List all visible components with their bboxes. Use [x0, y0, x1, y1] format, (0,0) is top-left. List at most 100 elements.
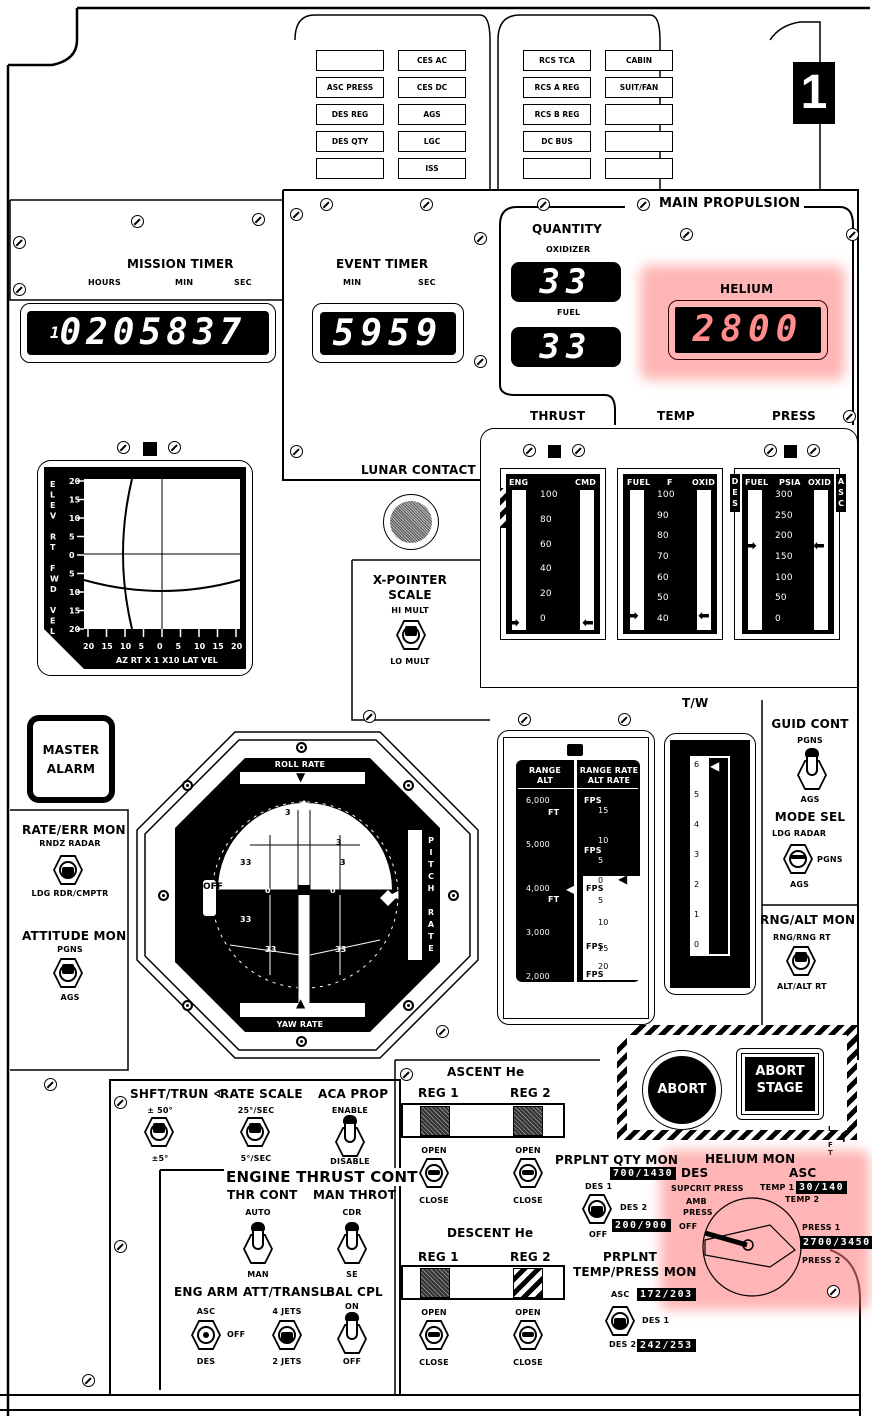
rate-scale-switch[interactable] [240, 1117, 270, 1147]
bal-cpl-switch[interactable] [337, 1312, 367, 1356]
ascent-reg2-switch[interactable] [513, 1158, 543, 1188]
yaw-rate-indicator [240, 1003, 365, 1017]
rng-alt-mon-up-label: RNG/RNG RT [773, 933, 831, 942]
mission-timer-title: MISSION TIMER [127, 257, 234, 271]
fdai-mark: 33 [265, 945, 277, 954]
pitch-rate-indicator [408, 830, 422, 960]
master-alarm-button[interactable]: MASTER ALARM [27, 715, 115, 803]
fuel-quantity-display: 33 [511, 327, 621, 367]
rate-err-mon-switch[interactable] [53, 855, 83, 885]
ft-unit-label: FT [548, 895, 560, 904]
helium-mon-readout-temp: 30/140 [796, 1181, 848, 1194]
annunciator-light [605, 131, 673, 152]
xpointer-scale-lo-label: LO MULT [390, 657, 430, 666]
guid-cont-down-label: AGS [800, 795, 820, 804]
descent-reg2-label: REG 2 [510, 1250, 551, 1264]
ascent-reg1-switch[interactable] [419, 1158, 449, 1188]
thr-cont-switch[interactable] [243, 1222, 273, 1266]
prplnt-qty-up-label: DES 1 [585, 1182, 613, 1191]
xpointer-scale-switch[interactable] [396, 620, 426, 650]
prplnt-qty-mon-switch[interactable] [582, 1194, 612, 1224]
attitude-mon-switch[interactable] [53, 958, 83, 988]
alt-tick-label: 5,000 [526, 840, 550, 849]
ascent-reg2-open-label: OPEN [515, 1146, 541, 1155]
xpointer-axis-letter: R [50, 533, 56, 542]
mission-timer-display: 10205837 [27, 311, 269, 355]
shft-trun-switch[interactable] [144, 1117, 174, 1147]
descent-reg1-switch[interactable] [419, 1320, 449, 1350]
rate-pointer-icon: ◀ [618, 872, 628, 886]
tw-tick-label: 5 [694, 790, 700, 799]
xpointer-x-tick-label: 0 [157, 642, 163, 651]
xpointer-axis-letter: E [50, 501, 55, 510]
xpointer-axis-letter: D [50, 585, 57, 594]
screw-icon [474, 355, 487, 368]
helium-mon-rotary-switch[interactable] [700, 1195, 805, 1300]
range-alt-rule [518, 788, 638, 789]
tw-tick-label: 3 [694, 850, 700, 859]
descent-reg1-talkback [420, 1268, 450, 1298]
temp-oxid-label: OXID [692, 478, 716, 487]
screw-icon [474, 232, 487, 245]
man-throt-switch[interactable] [337, 1222, 367, 1266]
annunciator-light [316, 50, 384, 71]
annunciator-light: ASC PRESS [316, 77, 384, 98]
alt-rate-tape-white [583, 876, 640, 980]
xpointer-axis-letter: F [50, 564, 55, 573]
fps-unit-label: FPS [586, 970, 604, 979]
descent-reg2-switch[interactable] [513, 1320, 543, 1350]
event-sec-label: SEC [418, 278, 436, 287]
annunciator-light: DES QTY [316, 131, 384, 152]
bal-cpl-down-label: OFF [342, 1357, 362, 1366]
screw-icon [680, 228, 693, 241]
alt-tick-label: 6,000 [526, 796, 550, 805]
temp-oxid-pointer-icon: ⬅ [698, 608, 710, 624]
descent-reg1-open-label: OPEN [421, 1308, 447, 1317]
helium-mon-pos-temp1: TEMP 1 [760, 1183, 795, 1192]
guid-cont-switch[interactable] [797, 748, 827, 792]
annunciator-light: DC BUS [523, 131, 591, 152]
ascent-reg2-talkback [513, 1106, 543, 1136]
prplnt-temp-press-readout-asc: 172/203 [637, 1288, 696, 1301]
press-tick-label: 200 [775, 531, 793, 542]
abort-button[interactable]: ABORT [648, 1056, 716, 1124]
range-alt-flag [567, 744, 583, 756]
aca-prop-title: ACA PROP [318, 1087, 389, 1101]
screw-icon [400, 1068, 413, 1081]
fdai-mark: 33 [335, 945, 347, 954]
rate-tick-label: 10 [598, 918, 609, 927]
xpointer-x-tick-label: 5 [139, 642, 145, 651]
roll-rate-pointer-icon: ▼ [296, 770, 306, 784]
mode-sel-switch[interactable] [783, 844, 813, 874]
prplnt-temp-press-switch[interactable] [605, 1306, 635, 1336]
thr-cont-title: THR CONT [227, 1188, 298, 1202]
press-psia-label: PSIA [779, 478, 801, 487]
prplnt-qty-mon-title: PRPLNT QTY MON [555, 1153, 679, 1167]
thrust-indicator [548, 445, 561, 458]
xpointer-axis-letter: E [50, 617, 55, 626]
att-transl-switch[interactable] [272, 1320, 302, 1350]
annunciator-light [605, 104, 673, 125]
thrust-eng-label: ENG [509, 478, 529, 487]
thrust-gauge-frame [500, 468, 606, 640]
screw-icon [13, 236, 26, 249]
xpointer-y-tick-label: 0 [69, 551, 75, 560]
thrust-tick-label: 80 [540, 514, 552, 525]
eng-arm-switch[interactable] [191, 1320, 221, 1350]
ascent-reg2-close-label: CLOSE [513, 1196, 543, 1205]
man-throt-down-label: SE [346, 1270, 358, 1279]
annunciator-light: CES DC [398, 77, 466, 98]
press-tick-label: 300 [775, 490, 793, 500]
man-throt-title: MAN THROT [313, 1188, 397, 1202]
rng-alt-mon-switch[interactable] [786, 946, 816, 976]
press-tick-label: 0 [775, 614, 781, 624]
prplnt-temp-press-readout-des2: 242/253 [637, 1339, 696, 1352]
engine-thrust-cont-title: ENGINE THRUST CONT [224, 1168, 420, 1186]
aca-prop-switch[interactable] [335, 1115, 365, 1159]
helium-mon-pos-amb: AMB [686, 1197, 707, 1206]
temp-tick-label: 70 [657, 552, 669, 562]
helium-mon-asc-label: ASC [789, 1166, 817, 1180]
